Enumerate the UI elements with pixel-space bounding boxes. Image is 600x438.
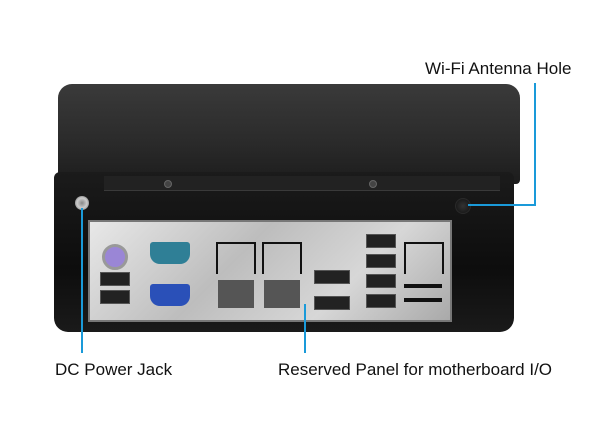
io-label: Reserved Panel for motherboard I/O xyxy=(278,360,553,379)
dc-callout-line xyxy=(81,208,83,353)
dc-power-jack xyxy=(75,196,89,210)
usb-port xyxy=(100,272,130,286)
usb-port xyxy=(366,234,396,248)
wifi-callout-line xyxy=(468,204,536,206)
chassis-top xyxy=(58,84,520,184)
io-panel xyxy=(88,220,452,322)
usb-port xyxy=(366,294,396,308)
hdmi-port xyxy=(314,296,350,310)
wifi-antenna-hole xyxy=(455,198,471,214)
dc-label: DC Power Jack xyxy=(55,360,173,379)
wifi-label: Wi-Fi Antenna Hole xyxy=(425,59,572,78)
io-callout-line xyxy=(304,304,306,353)
vga-port xyxy=(150,284,190,306)
wifi-callout-line xyxy=(534,83,536,206)
usb-port xyxy=(366,254,396,268)
usb-port xyxy=(100,290,130,304)
slot xyxy=(404,298,442,302)
screw-icon xyxy=(164,180,172,188)
slot xyxy=(404,284,442,288)
hdmi-port xyxy=(314,270,350,284)
rj45-cutout xyxy=(262,242,302,274)
chassis-lip xyxy=(104,176,500,191)
screw-icon xyxy=(369,180,377,188)
ps2-port xyxy=(102,244,128,270)
lan-port xyxy=(218,280,254,308)
serial-port xyxy=(150,242,190,264)
rj45-cutout xyxy=(404,242,444,274)
usb-port xyxy=(366,274,396,288)
rj45-cutout xyxy=(216,242,256,274)
lan-port xyxy=(264,280,300,308)
